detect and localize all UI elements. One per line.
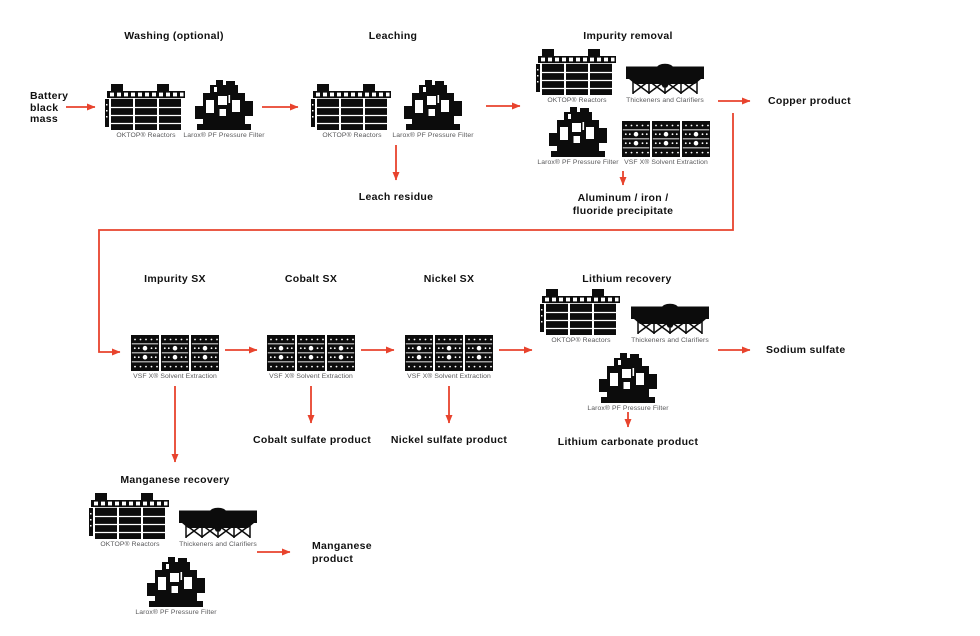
output-line: Aluminum / iron / [577, 192, 669, 204]
unit-leaching-larox-filter: Larox® PF Pressure Filter [385, 80, 481, 139]
output-cobalt-sulfate-product: Cobalt sulfate product [252, 434, 372, 446]
equipment-label: Larox® PF Pressure Filter [587, 405, 669, 412]
output-line: fluoride precipitate [572, 205, 674, 217]
unit-nickel-sx-vsf: VSF X® Solvent Extraction [401, 321, 497, 380]
solvent-extraction-icon [622, 121, 710, 157]
source-line: mass [30, 113, 59, 125]
unit-impurity-removal-thickener: Thickeners and Clarifiers [617, 45, 713, 104]
stage-title-impurity-removal: Impurity removal [583, 30, 673, 42]
pressure-filter-icon [549, 107, 607, 157]
battery-black-mass-label: Battery black mass [30, 90, 69, 126]
output-line: product [312, 553, 354, 565]
output-sodium-sulfate: Sodium sulfate [766, 344, 846, 356]
unit-manganese-oktop-reactors: OKTOP® Reactors [82, 489, 178, 548]
stage-title-nickel-sx: Nickel SX [423, 273, 475, 285]
unit-lithium-oktop-reactors: OKTOP® Reactors [533, 285, 629, 344]
equipment-label: Larox® PF Pressure Filter [183, 132, 265, 139]
equipment-label: OKTOP® Reactors [547, 97, 607, 104]
oktop-reactors-icon [536, 49, 618, 95]
equipment-label: OKTOP® Reactors [322, 132, 382, 139]
source-line: black [30, 101, 59, 114]
output-leach-residue: Leach residue [358, 191, 434, 203]
pressure-filter-icon [404, 80, 462, 130]
solvent-extraction-icon [267, 335, 355, 371]
connector-impurity-removal-to-impurity-sx [98, 113, 734, 356]
equipment-label: Thickeners and Clarifiers [179, 541, 257, 548]
source-line: Battery [30, 90, 69, 102]
output-lithium-carbonate-product: Lithium carbonate product [557, 436, 699, 448]
stage-title-lithium-recovery: Lithium recovery [582, 273, 672, 285]
oktop-reactors-icon [89, 493, 171, 539]
thickener-clarifier-icon [630, 303, 710, 335]
unit-cobalt-sx-vsf: VSF X® Solvent Extraction [263, 321, 359, 380]
unit-lithium-larox-filter: Larox® PF Pressure Filter [580, 353, 676, 412]
unit-manganese-thickener: Thickeners and Clarifiers [170, 489, 266, 548]
solvent-extraction-icon [131, 335, 219, 371]
pressure-filter-icon [147, 557, 205, 607]
equipment-label: Thickeners and Clarifiers [626, 97, 704, 104]
equipment-label: VSF X® Solvent Extraction [269, 373, 353, 380]
stage-title-manganese-recovery: Manganese recovery [120, 474, 230, 486]
output-line: Manganese [312, 540, 372, 552]
thickener-clarifier-icon [178, 507, 258, 539]
equipment-label: OKTOP® Reactors [100, 541, 160, 548]
oktop-reactors-icon [540, 289, 622, 335]
equipment-label: VSF X® Solvent Extraction [624, 159, 708, 166]
oktop-reactors-icon [311, 84, 393, 130]
equipment-label: Larox® PF Pressure Filter [135, 609, 217, 616]
thickener-clarifier-icon [625, 63, 705, 95]
unit-impurity-removal-oktop-reactors: OKTOP® Reactors [529, 45, 625, 104]
stage-title-washing: Washing (optional) [124, 30, 224, 42]
unit-washing-oktop-reactors: OKTOP® Reactors [98, 80, 194, 139]
unit-impurity-removal-larox-filter: Larox® PF Pressure Filter [530, 107, 626, 166]
solvent-extraction-icon [405, 335, 493, 371]
oktop-reactors-icon [105, 84, 187, 130]
output-nickel-sulfate-product: Nickel sulfate product [390, 434, 508, 446]
unit-leaching-oktop-reactors: OKTOP® Reactors [304, 80, 400, 139]
unit-lithium-thickener: Thickeners and Clarifiers [622, 285, 718, 344]
pressure-filter-icon [599, 353, 657, 403]
equipment-label: OKTOP® Reactors [116, 132, 176, 139]
unit-impurity-removal-vsf: VSF X® Solvent Extraction [618, 107, 714, 166]
stage-title-impurity-sx: Impurity SX [144, 273, 206, 285]
equipment-label: VSF X® Solvent Extraction [407, 373, 491, 380]
equipment-label: OKTOP® Reactors [551, 337, 611, 344]
stage-title-leaching: Leaching [368, 30, 418, 42]
unit-washing-larox-filter: Larox® PF Pressure Filter [176, 80, 272, 139]
output-copper-product: Copper product [768, 95, 851, 107]
equipment-label: Larox® PF Pressure Filter [392, 132, 474, 139]
unit-impurity-sx-vsf: VSF X® Solvent Extraction [127, 321, 223, 380]
pressure-filter-icon [195, 80, 253, 130]
output-manganese-product: Manganese product [312, 540, 372, 566]
unit-manganese-larox-filter: Larox® PF Pressure Filter [128, 557, 224, 616]
equipment-label: Larox® PF Pressure Filter [537, 159, 619, 166]
output-aluminum-iron-fluoride-precipitate: Aluminum / iron / fluoride precipitate [573, 192, 674, 218]
stage-title-cobalt-sx: Cobalt SX [284, 273, 338, 285]
equipment-label: Thickeners and Clarifiers [631, 337, 709, 344]
equipment-label: VSF X® Solvent Extraction [133, 373, 217, 380]
